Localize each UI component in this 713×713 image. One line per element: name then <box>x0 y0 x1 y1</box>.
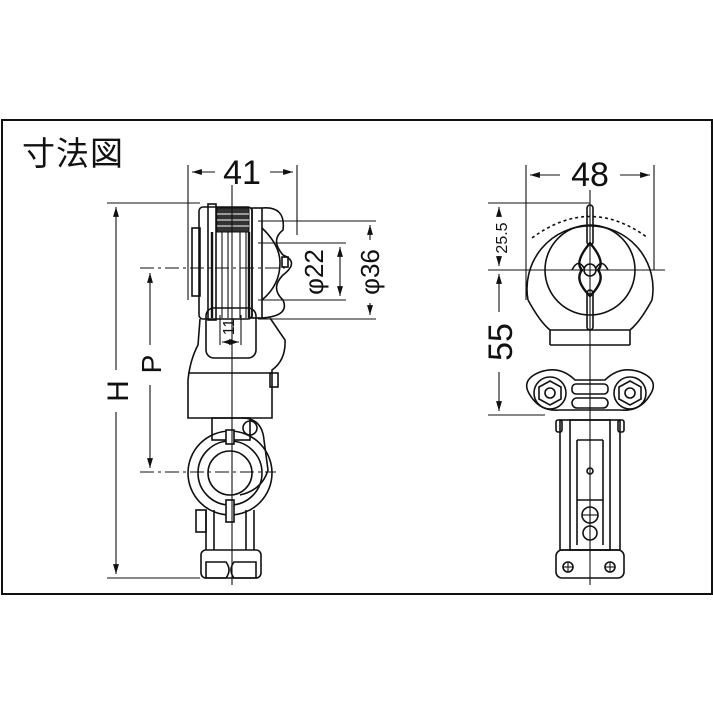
dimension-55-label: 55 <box>482 323 520 361</box>
lower-housing: 11 <box>187 307 286 579</box>
dimension-p: P <box>136 273 167 468</box>
front-view: 48 <box>482 156 665 585</box>
dimension-48: 48 <box>525 156 655 300</box>
nut-bar <box>525 369 655 412</box>
h-label: H <box>102 380 135 402</box>
phi22-label: φ22 <box>299 249 329 295</box>
p-label: P <box>136 355 167 374</box>
width-41-label: 41 <box>223 154 261 192</box>
phi36-label: φ36 <box>355 249 385 295</box>
width-48-label: 48 <box>571 156 609 194</box>
dimension-25-5-and-55: 25.5 55 <box>482 202 590 416</box>
diameter-dimensions: φ22 φ36 <box>258 220 385 320</box>
slot-11-label: 11 <box>221 319 238 336</box>
side-view: 41 <box>102 154 385 585</box>
dimension-h: H <box>102 202 200 579</box>
reel-body <box>191 203 293 321</box>
drawing-title: 寸法図 <box>22 134 124 173</box>
drawing-frame <box>1 119 713 595</box>
dimension-41: 41 <box>187 154 298 300</box>
offset-25-5-label: 25.5 <box>494 222 511 253</box>
